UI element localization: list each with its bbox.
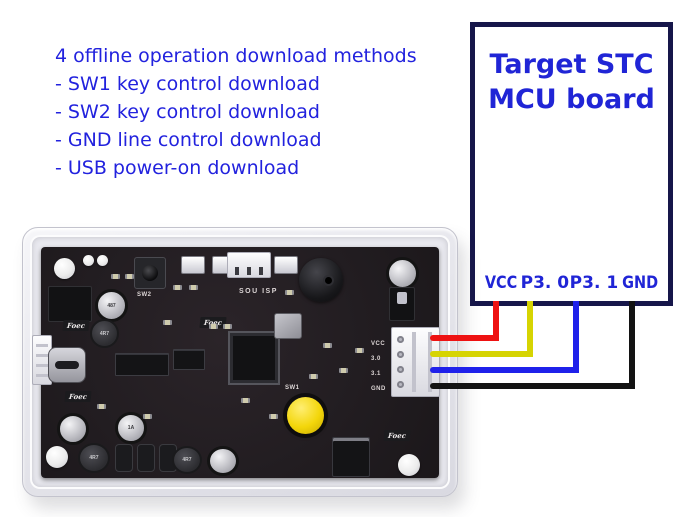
smd-resistor [355,348,364,353]
tact-button-sw2 [134,257,166,289]
diode [137,444,155,472]
inductor-4r7: 4R7 [90,319,119,348]
wire-p31-blue-horizontal [430,367,579,373]
smd-resistor [269,414,278,419]
watermark-label: Foec [64,391,92,402]
annotation-title: 4 offline operation download methods [55,45,417,67]
small-cap-white [83,255,94,266]
target-pin-labels: VCC P3. 0 P3. 1 GND [482,273,661,293]
connector-ridge [36,374,48,377]
watermark-label: Foec [62,320,90,331]
annotation-item-gnd: - GND line control download [55,129,322,151]
smd-resistor [309,374,318,379]
connector-slot [235,267,239,275]
target-title-line2: MCU board [488,84,655,115]
programmer-case: SW2 SOU ISP 487 4R7 [22,227,458,497]
connector-pin-hole [397,336,404,343]
buzzer-hole [325,277,333,285]
silkscreen-sw2: SW2 [137,292,152,298]
capacitor-487: 487 [95,289,128,322]
wire-vcc-red-vertical [493,301,499,341]
screw-post-bottom-left [46,446,68,468]
connector-ridge [36,354,48,357]
watermark-label: Foec [383,430,411,441]
silkscreen-sou-isp: SOU ISP [239,288,278,295]
yellow-button-sw1 [287,397,324,434]
smd-resistor [223,324,232,329]
silkscreen-conn-30: 3.0 [371,356,381,362]
smd-resistor [323,343,332,348]
diode-row [115,444,177,472]
smd-resistor [97,404,106,409]
screw-post-bottom-right [398,454,420,476]
pin-label-p30: P3. 0 [520,273,570,293]
wire-gnd-black-horizontal [430,383,635,389]
target-mcu-box: Target STC MCU board VCC P3. 0 P3. 1 GND [470,22,673,306]
usb-plug-module [48,286,92,322]
soic8-ic [173,349,205,370]
annotation-notes: 4 offline operation download methods - S… [55,42,417,182]
wire-p30-yellow-vertical [527,301,533,357]
power-smd-component [332,437,370,477]
smd-resistor [189,285,198,290]
small-cap-white [97,255,108,266]
smd-resistor [209,324,218,329]
smd-resistor [173,285,182,290]
wire-p30-yellow-horizontal [430,351,533,357]
electrolytic-capacitor [386,257,419,290]
wire-vcc-red-horizontal [430,335,499,341]
wire-p31-blue-vertical [573,301,579,373]
buzzer [299,258,343,302]
slide-switch-knob [397,292,407,304]
connector-ridge [412,332,416,392]
inductor-4r7: 4R7 [78,443,110,473]
silkscreen-conn-gnd: GND [371,386,386,392]
annotation-item-usb: - USB power-on download [55,157,300,179]
smd-resistor [143,414,152,419]
usb-c-port [48,347,86,383]
electrolytic-capacitor [57,413,89,445]
silkscreen-conn-31: 3.1 [371,371,381,377]
smd-resistor [111,274,120,279]
slide-switch [389,287,415,321]
smd-resistor [125,274,134,279]
smd-resistor [241,398,250,403]
led [181,256,205,274]
smd-resistor [163,320,172,325]
oscillator [274,313,302,339]
connector-ridge [36,344,48,347]
annotation-item-sw2: - SW2 key control download [55,101,320,123]
connector-pin-hole [397,381,404,388]
tact-button-cap [142,265,158,281]
diode [115,444,133,472]
pin-label-vcc: VCC [484,273,518,293]
pin-label-gnd: GND [621,273,658,293]
capacitor-1a: 1A [115,412,147,444]
led [274,256,298,274]
connector-pin-hole [397,366,404,373]
smd-resistor [339,368,348,373]
target-box-title: Target STC MCU board [475,47,668,117]
soic14-ic [115,353,169,376]
connector-ridge [36,364,48,367]
inductor-4r7: 4R7 [172,446,202,474]
screw-post-top-left [54,258,75,279]
connector-ridge [428,332,432,392]
jst-connector-3pin [227,252,271,278]
target-title-line1: Target STC [489,49,654,80]
annotation-item-sw1: - SW1 key control download [55,73,320,95]
usb-c-slot [55,361,79,369]
silkscreen-sw1: SW1 [285,385,300,391]
connector-pin-hole [397,351,404,358]
smd-resistor [285,290,294,295]
connector-slot [259,267,263,275]
pin-label-p31: P3. 1 [569,273,619,293]
silkscreen-conn-vcc: VCC [371,341,386,347]
electrolytic-capacitor [207,446,239,476]
wire-gnd-black-vertical [629,301,635,389]
main-mcu-qfp [230,333,278,383]
connector-slot [247,267,251,275]
